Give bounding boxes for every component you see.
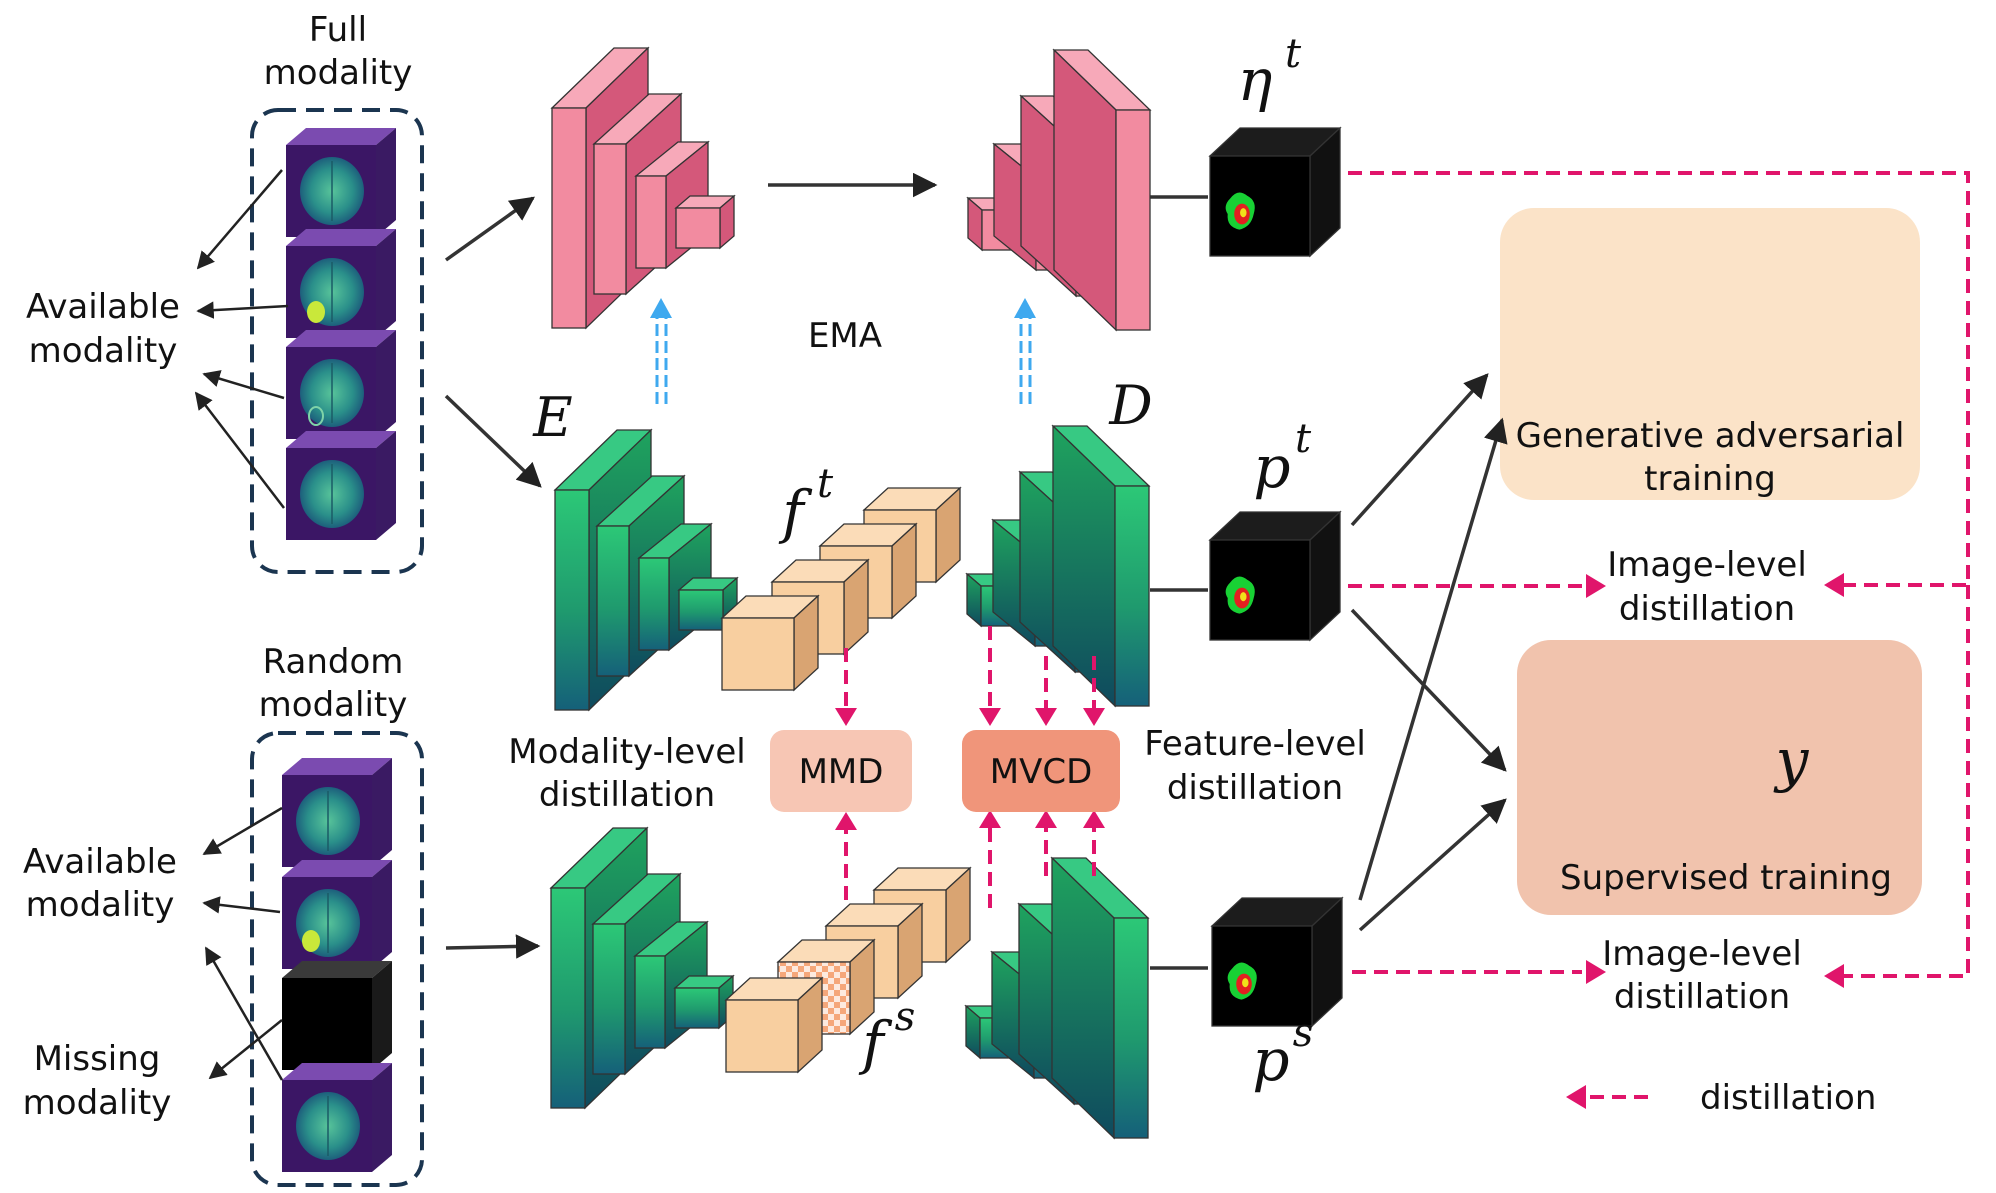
available-modality-top-label-2: modality: [29, 331, 178, 371]
missing-modality-label-2: modality: [23, 1083, 172, 1123]
p-student-prediction-cube: [1210, 896, 1344, 1028]
encoder-student-branch-layer-2: [591, 872, 682, 1076]
full-modality-label-1: Full: [309, 10, 367, 50]
image-level-bottom-label-1: Image-level: [1602, 934, 1802, 974]
legend-distillation-label: distillation: [1700, 1078, 1876, 1118]
generative-label-2: training: [1644, 459, 1776, 499]
image-level-bottom-label-2: distillation: [1614, 977, 1790, 1017]
random-modality-slice-1: [282, 758, 392, 867]
ema-arrows: [650, 298, 1036, 404]
random-modality-stack: [282, 758, 392, 1172]
decoder-d-teacher-branch-layer-4: [1051, 424, 1151, 708]
available-modality-top-label-1: Available: [26, 287, 180, 327]
mvcd-label: MVCD: [990, 752, 1093, 792]
f-teacher-symbol: f: [778, 478, 813, 546]
available-modality-bottom-label-1: Available: [23, 842, 177, 882]
encoder-letter: E: [532, 386, 572, 449]
encoder-e-teacher-branch: [553, 428, 739, 712]
modality-pointer-arrows: [194, 169, 289, 1081]
f-teacher-superscript: t: [817, 461, 834, 507]
decoder-student-branch-layer-4: [1050, 856, 1150, 1140]
teacher-feature-cube-1: [720, 594, 820, 692]
teacher-encoder: [550, 46, 736, 330]
random-modality-slice-2: [282, 860, 392, 969]
full-modality-slice-3: [286, 330, 396, 439]
teacher-decoder-layer-4: [1052, 48, 1152, 332]
p-student-prediction-cube-segmentation: [1227, 962, 1257, 1000]
eta-teacher-prediction-cube-segmentation: [1225, 192, 1255, 230]
eta-superscript: t: [1285, 31, 1302, 77]
teacher-feature-cube-4: [862, 486, 962, 584]
generative-label-1: Generative adversarial: [1516, 416, 1905, 456]
generative-adversarial-panel: [1500, 208, 1920, 500]
tumor-highlight-1: [307, 301, 325, 323]
full-modality-slice-1: [286, 128, 396, 237]
input-flow-arrows: [444, 172, 938, 959]
f-student-superscript: s: [895, 994, 916, 1040]
decoder-letter: D: [1108, 374, 1152, 437]
p-teacher-prediction-cube-segmentation: [1225, 576, 1255, 614]
prediction-connectors: [1150, 195, 1208, 970]
mmd-label: MMD: [799, 752, 884, 792]
teacher-decoder: [966, 48, 1152, 332]
student-feature-cube-1: [724, 976, 824, 1074]
full-modality-label-2: modality: [264, 53, 413, 93]
encoder-student-branch-layer-4: [673, 974, 735, 1030]
modality-level-label-2: distillation: [539, 775, 715, 815]
ema-label: EMA: [808, 316, 882, 356]
random-modality-slice-missing: [282, 961, 392, 1070]
random-modality-label-2: modality: [259, 685, 408, 725]
p-student-superscript: s: [1293, 1010, 1314, 1056]
available-modality-bottom-label-2: modality: [26, 885, 175, 925]
supervised-training-panel: [1517, 640, 1922, 915]
random-modality-slice-4: [282, 1063, 392, 1172]
missing-modality-label-1: Missing: [34, 1039, 161, 1079]
encoder-student-branch: [549, 826, 735, 1110]
supervised-label: Supervised training: [1560, 858, 1892, 898]
eta-symbol: η: [1238, 46, 1273, 114]
full-modality-slice-2: [286, 229, 396, 338]
decoder-d-teacher-branch: [965, 424, 1151, 708]
f-student-symbol: f: [858, 1009, 893, 1077]
eta-teacher-prediction-cube: [1208, 126, 1342, 258]
p-teacher-superscript: t: [1295, 416, 1312, 462]
random-modality-frame: [250, 731, 424, 1187]
feature-level-label-2: distillation: [1167, 768, 1343, 808]
p-teacher-prediction-cube: [1208, 510, 1342, 642]
training-arrows: [1350, 373, 1508, 932]
distillation-arrows: [844, 171, 1970, 1099]
full-modality-stack: [286, 128, 396, 540]
mmd-box: [770, 730, 912, 812]
mvcd-box: [962, 730, 1120, 812]
ground-truth-symbol: y: [1773, 726, 1810, 794]
encoder-e-teacher-branch-layer-4: [677, 576, 739, 632]
tumor-highlight-2: [308, 406, 324, 426]
tumor-highlight-3: [302, 930, 320, 952]
teacher-encoder-layer-4: [674, 194, 736, 250]
p-student-symbol: p: [1252, 1026, 1289, 1094]
distillation-arrowheads: [835, 573, 1844, 1109]
p-teacher-symbol: p: [1253, 433, 1290, 501]
feature-level-label-1: Feature-level: [1144, 724, 1366, 764]
full-modality-frame: [250, 108, 424, 574]
modality-level-label-1: Modality-level: [508, 732, 745, 772]
full-modality-slice-4: [286, 431, 396, 540]
decoder-student-branch: [964, 856, 1150, 1140]
random-modality-label-1: Random: [263, 642, 404, 682]
image-level-top-label-2: distillation: [1619, 589, 1795, 629]
image-level-top-label-1: Image-level: [1607, 545, 1807, 585]
